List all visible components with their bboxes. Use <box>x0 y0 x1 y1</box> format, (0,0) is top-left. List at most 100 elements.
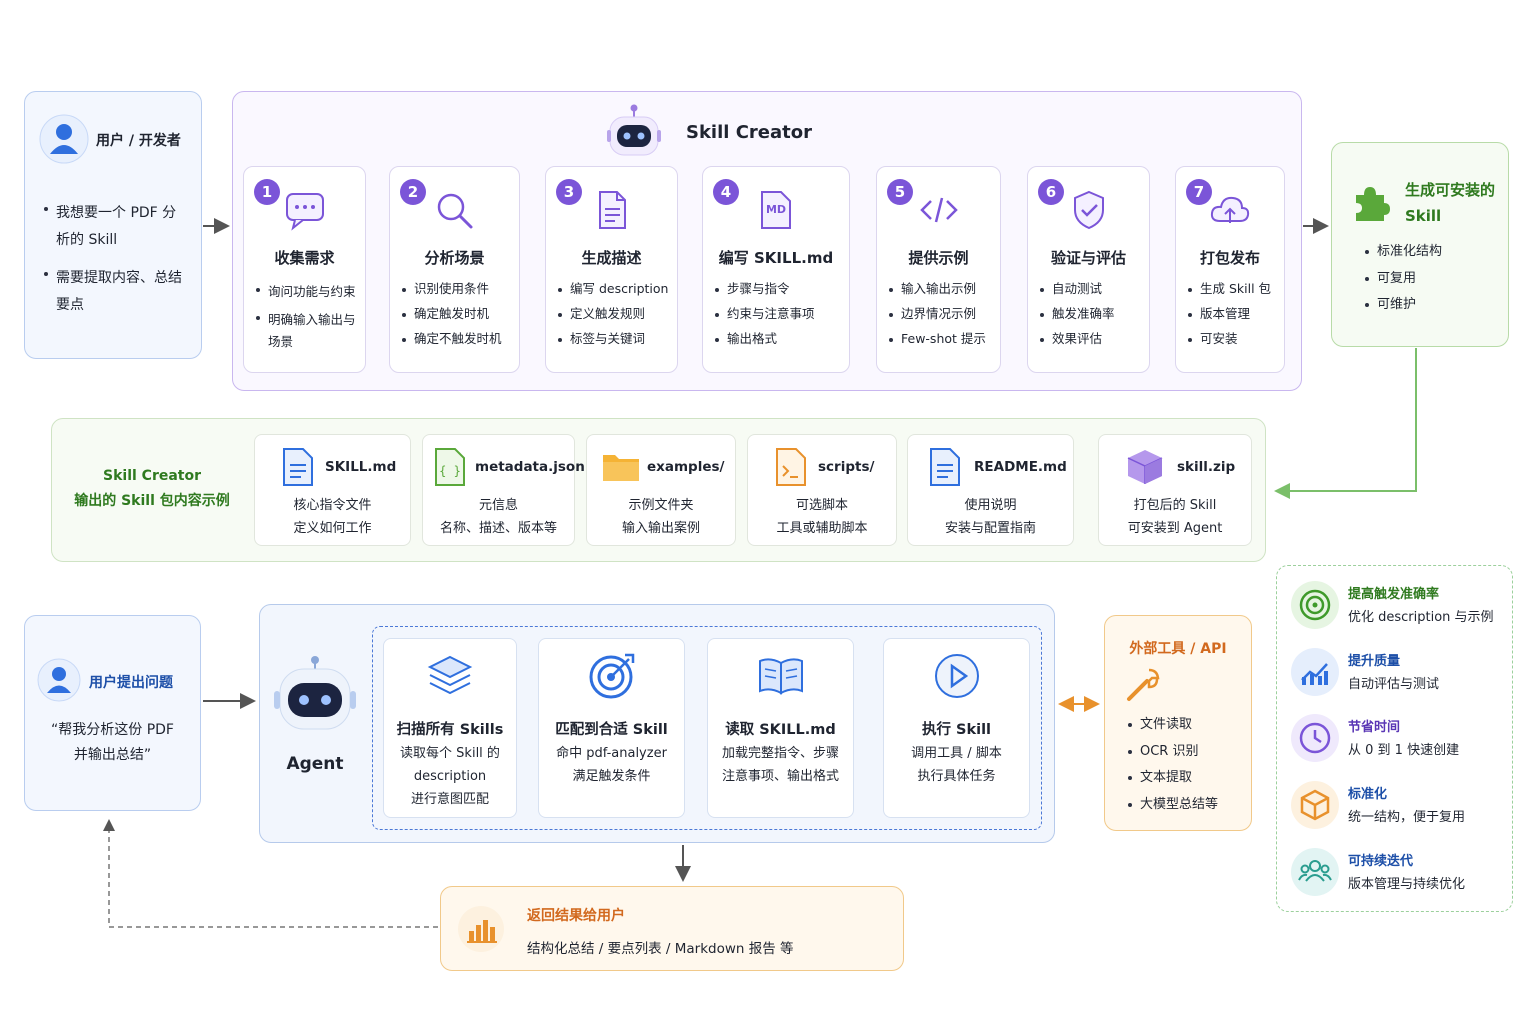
agent-step-line: 命中 pdf-analyzer <box>556 746 667 761</box>
agent-step-line: 注意事项、输出格式 <box>721 768 839 784</box>
step-item: 确定触发时机 <box>402 306 513 323</box>
file-desc-line2: 工具或辅助脚本 <box>776 520 868 536</box>
result-box: 返回结果给用户 结构化总结 / 要点列表 / Markdown 报告 等 <box>440 886 904 971</box>
agent-robot-icon <box>274 656 356 730</box>
agent-step-title: 匹配到合适 Skill <box>555 722 668 738</box>
external-title: 外部工具 / API <box>1129 641 1227 657</box>
output-feature-item: 可维护 <box>1365 296 1442 314</box>
step-number: 5 <box>887 179 913 205</box>
creator-step-4: 4 MD 编写 SKILL.md 步骤与指令 约束与注意事项 输出格式 <box>702 166 850 373</box>
creator-step-1: 1 收集需求 询问功能与约束 明确输入输出与场景 <box>243 166 366 373</box>
file-desc-line1: 示例文件夹 <box>628 498 694 513</box>
creator-step-7: 7 打包发布 生成 Skill 包 版本管理 可安装 <box>1175 166 1285 373</box>
agent-step-title: 扫描所有 Skills <box>396 722 504 738</box>
result-title: 返回结果给用户 <box>527 908 625 924</box>
json-file-icon: { } <box>435 448 465 486</box>
benefit-title: 节省时间 <box>1348 720 1401 735</box>
readme-file-icon <box>930 448 960 486</box>
step-item: 标签与关键词 <box>558 331 671 348</box>
question-line1: “帮我分析这份 PDF <box>51 722 174 738</box>
step-title: 收集需求 <box>274 249 335 267</box>
package-title-line2: 输出的 Skill 包内容示例 <box>74 492 230 509</box>
arrow-result-to-user <box>103 819 438 928</box>
svg-text:{ }: { } <box>439 464 461 478</box>
step-item: 定义触发规则 <box>558 306 671 323</box>
step-title: 验证与评估 <box>1050 249 1126 267</box>
step-number: 7 <box>1186 179 1212 205</box>
file-name: skill.zip <box>1177 459 1236 475</box>
user-question-box: 用户提出问题 “帮我分析这份 PDF 并输出总结” <box>24 615 201 811</box>
step-item: 确定不触发时机 <box>402 331 513 348</box>
step-number: 3 <box>556 179 582 205</box>
agent-step-scan: 扫描所有 Skills 读取每个 Skill 的 description 进行意… <box>383 638 517 818</box>
file-card-scripts: scripts/ 可选脚本工具或辅助脚本 <box>747 434 897 546</box>
file-card-metadata-json: { } metadata.json 元信息名称、描述、版本等 <box>422 434 585 546</box>
step-number: 4 <box>713 179 739 205</box>
target-icon <box>1291 581 1339 629</box>
package-title-line1: Skill Creator <box>103 468 201 484</box>
file-name: scripts/ <box>818 459 875 475</box>
output-title-line1: 生成可安装的 <box>1405 181 1496 199</box>
puzzle-icon <box>1356 187 1390 221</box>
output-feature-item: 标准化结构 <box>1365 243 1442 261</box>
robot-icon <box>607 104 661 156</box>
agent-label: Agent <box>286 754 344 774</box>
file-desc-line2: 名称、描述、版本等 <box>439 520 557 536</box>
agent-step-line: description <box>413 768 487 784</box>
creator-step-2: 2 分析场景 识别使用条件 确定触发时机 确定不触发时机 <box>389 166 520 373</box>
installable-skill-box: 生成可安装的 Skill 标准化结构 可复用 可维护 <box>1331 142 1509 347</box>
file-card-readme: README.md 使用说明安装与配置指南 <box>907 434 1074 546</box>
agent-step-read: 读取 SKILL.md 加载完整指令、步骤 注意事项、输出格式 <box>707 638 854 818</box>
agent-step-line: 进行意图匹配 <box>410 791 489 807</box>
markdown-file-icon: MD <box>754 189 798 231</box>
md-icon-text: MD <box>765 203 787 216</box>
user-needs-list: 我想要一个 PDF 分析的 Skill 需要提取内容、总结要点 <box>44 200 184 318</box>
file-desc-line2: 输入输出案例 <box>621 520 700 536</box>
creator-step-5: 5 提供示例 输入输出示例 边界情况示例 Few-shot 提示 <box>876 166 1001 373</box>
file-name: examples/ <box>647 459 725 475</box>
package-box-icon <box>1127 450 1163 484</box>
clock-icon <box>1291 714 1339 762</box>
user-avatar-icon <box>37 658 81 702</box>
file-desc-line1: 核心指令文件 <box>293 498 372 513</box>
arrow-output-to-package <box>1274 348 1417 499</box>
agent-step-title: 读取 SKILL.md <box>725 722 836 738</box>
file-card-skill-md: SKILL.md 核心指令文件定义如何工作 <box>254 434 411 546</box>
output-feature-list: 标准化结构 可复用 可维护 <box>1365 243 1442 323</box>
agent-process-group <box>372 626 1042 830</box>
user-title: 用户 / 开发者 <box>96 133 181 149</box>
creator-step-3: 3 生成描述 编写 description 定义触发规则 标签与关键词 <box>545 166 678 373</box>
output-feature-item: 可复用 <box>1365 270 1442 288</box>
file-card-skill-zip: skill.zip 打包后的 Skill 可安装到 Agent <box>1098 434 1252 546</box>
output-title-line2: Skill <box>1405 206 1442 225</box>
step-item: 步骤与指令 <box>715 281 843 298</box>
play-icon <box>934 654 979 698</box>
file-desc-line1: 可选脚本 <box>795 498 848 513</box>
skill-creator-title: Skill Creator <box>686 122 812 143</box>
benefit-desc: 优化 description 与示例 <box>1348 610 1494 625</box>
step-item: 自动测试 <box>1040 281 1143 298</box>
step-item: 识别使用条件 <box>402 281 513 298</box>
step-item: 触发准确率 <box>1040 306 1143 323</box>
benefit-title: 提升质量 <box>1348 654 1401 669</box>
agent-step-line: 调用工具 / 脚本 <box>911 746 1002 761</box>
external-tools-box: 外部工具 / API 文件读取 OCR 识别 文本提取 大模型总结等 <box>1104 615 1252 831</box>
file-desc-line1: 元信息 <box>478 498 518 513</box>
step-title: 编写 SKILL.md <box>718 249 834 267</box>
question-line2: 并输出总结” <box>73 746 152 763</box>
step-item: 明确输入输出与场景 <box>256 309 357 353</box>
code-icon <box>919 197 958 223</box>
step-number: 2 <box>400 179 426 205</box>
agent-step-line: 加载完整指令、步骤 <box>721 746 839 761</box>
external-tool-item: 文件读取 <box>1128 716 1218 734</box>
chart-icon <box>1291 648 1339 696</box>
document-icon <box>598 191 626 229</box>
file-desc-line1: 打包后的 Skill <box>1133 498 1217 513</box>
file-desc-line2: 可安装到 Agent <box>1127 520 1223 536</box>
result-desc: 结构化总结 / 要点列表 / Markdown 报告 等 <box>527 941 794 957</box>
benefit-desc: 版本管理与持续优化 <box>1348 877 1466 892</box>
cube-icon <box>1291 781 1339 829</box>
cloud-upload-icon <box>1210 196 1250 223</box>
step-item: 边界情况示例 <box>889 306 994 323</box>
step-number: 6 <box>1038 179 1064 205</box>
